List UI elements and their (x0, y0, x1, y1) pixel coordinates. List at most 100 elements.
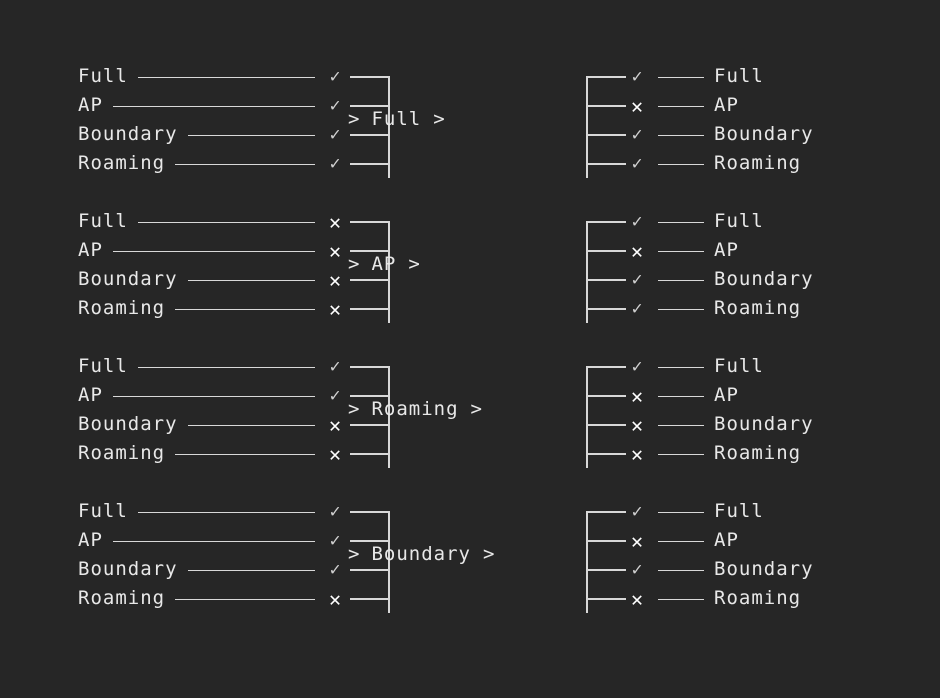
center-label: Roaming (371, 398, 459, 420)
cross-icon: ✕ (630, 238, 644, 263)
cross-icon: ✕ (328, 586, 342, 611)
connector-line (137, 77, 315, 78)
input-join-bracket (350, 221, 390, 323)
center-transition-ap: >AP> (346, 250, 420, 279)
check-icon: ✓ (631, 500, 643, 522)
bracket-stub (350, 163, 390, 165)
output-row: ✕ AP (626, 381, 900, 410)
arrow-out-icon: > (408, 253, 420, 275)
connector-line (187, 135, 315, 136)
connector-line (112, 396, 315, 397)
input-row: Boundary✕ (78, 265, 346, 294)
input-row: Roaming✕ (78, 294, 346, 323)
check-icon: ✓ (329, 500, 341, 522)
arrow-in-icon: > (348, 108, 360, 130)
bracket-stub (350, 395, 390, 397)
output-label: Roaming (714, 587, 802, 609)
bracket-stub (586, 511, 626, 513)
check-icon: ✓ (329, 94, 341, 116)
input-row: Boundary✓ (78, 120, 346, 149)
input-label: Boundary (78, 123, 178, 145)
output-label: Roaming (714, 442, 802, 464)
output-row: ✓Boundary (626, 265, 900, 294)
flow-block-full: Full✓AP✓Boundary✓Roaming✓>Full>✓Full✕AP✓… (0, 62, 940, 192)
flow-block-roaming: Full✓AP✓Boundary✕Roaming✕>Roaming>✓Full✕… (0, 352, 940, 482)
input-label: AP (78, 384, 103, 406)
input-join-bracket (350, 511, 390, 613)
bracket-stub (586, 569, 626, 571)
input-row: Full ✓ (78, 352, 346, 381)
input-join-bracket (350, 76, 390, 178)
cross-icon: ✕ (630, 383, 644, 408)
bracket-spine (388, 511, 390, 613)
input-row: Boundary✓ (78, 555, 346, 584)
bracket-stub (350, 569, 390, 571)
output-fan-bracket (586, 366, 626, 468)
connector-line (658, 599, 704, 600)
output-label: AP (714, 384, 739, 406)
output-group-roaming: ✓Full✕AP✕Boundary✕Roaming (626, 352, 900, 482)
cross-icon: ✕ (630, 412, 644, 437)
check-icon: ✓ (631, 297, 643, 319)
bracket-stub (586, 76, 626, 78)
cross-icon: ✕ (630, 93, 644, 118)
output-label: Full (714, 355, 764, 377)
output-row: ✕AP (626, 526, 900, 555)
connector-line (658, 222, 704, 223)
arrow-out-icon: > (433, 108, 445, 130)
connector-line (658, 135, 704, 136)
connector-line (137, 367, 315, 368)
bracket-stub (586, 424, 626, 426)
center-transition-roaming: >Roaming> (346, 395, 482, 424)
output-row: ✓Full (626, 497, 900, 526)
output-label: AP (714, 239, 739, 261)
bracket-stub (350, 134, 390, 136)
bracket-spine (586, 366, 588, 468)
output-fan-bracket (586, 511, 626, 613)
connector-line (658, 309, 704, 310)
connector-line (112, 251, 315, 252)
bracket-stub (586, 453, 626, 455)
bracket-stub (350, 366, 390, 368)
bracket-stub (350, 453, 390, 455)
connector-line (137, 222, 315, 223)
output-label: Full (714, 210, 764, 232)
input-row: AP✓ (78, 91, 346, 120)
connector-line (187, 280, 315, 281)
output-row: ✓Roaming (626, 149, 900, 178)
cross-icon: ✕ (328, 238, 342, 263)
bracket-stub (586, 105, 626, 107)
output-label: Boundary (714, 123, 814, 145)
center-label: Boundary (371, 543, 471, 565)
bracket-stub (586, 598, 626, 600)
arrow-out-icon: > (470, 398, 482, 420)
output-group-full: ✓Full✕AP✓Boundary✓Roaming (626, 62, 900, 192)
input-row: Full✕ (78, 207, 346, 236)
check-icon: ✓ (631, 152, 643, 174)
output-label: Boundary (714, 413, 814, 435)
connector-line (658, 251, 704, 252)
input-label: Full (78, 355, 128, 377)
bracket-stub (350, 221, 390, 223)
check-icon: ✓ (329, 355, 341, 377)
input-row: Full✓ (78, 497, 346, 526)
connector-line (137, 512, 315, 513)
connector-line (658, 280, 704, 281)
input-row: Boundary✕ (78, 410, 346, 439)
bracket-stub (350, 279, 390, 281)
bracket-stub (350, 424, 390, 426)
center-label: Full (371, 108, 422, 130)
bracket-spine (586, 76, 588, 178)
cross-icon: ✕ (328, 209, 342, 234)
bracket-stub (350, 105, 390, 107)
bracket-spine (388, 76, 390, 178)
input-label: Roaming (78, 152, 166, 174)
output-row: ✕ Boundary (626, 410, 900, 439)
check-icon: ✓ (631, 355, 643, 377)
input-group-full: Full✓AP✓Boundary✓Roaming✓ (78, 62, 346, 192)
connector-line (175, 164, 315, 165)
check-icon: ✓ (329, 384, 341, 406)
connector-line (112, 106, 315, 107)
output-row: ✓Full (626, 62, 900, 91)
